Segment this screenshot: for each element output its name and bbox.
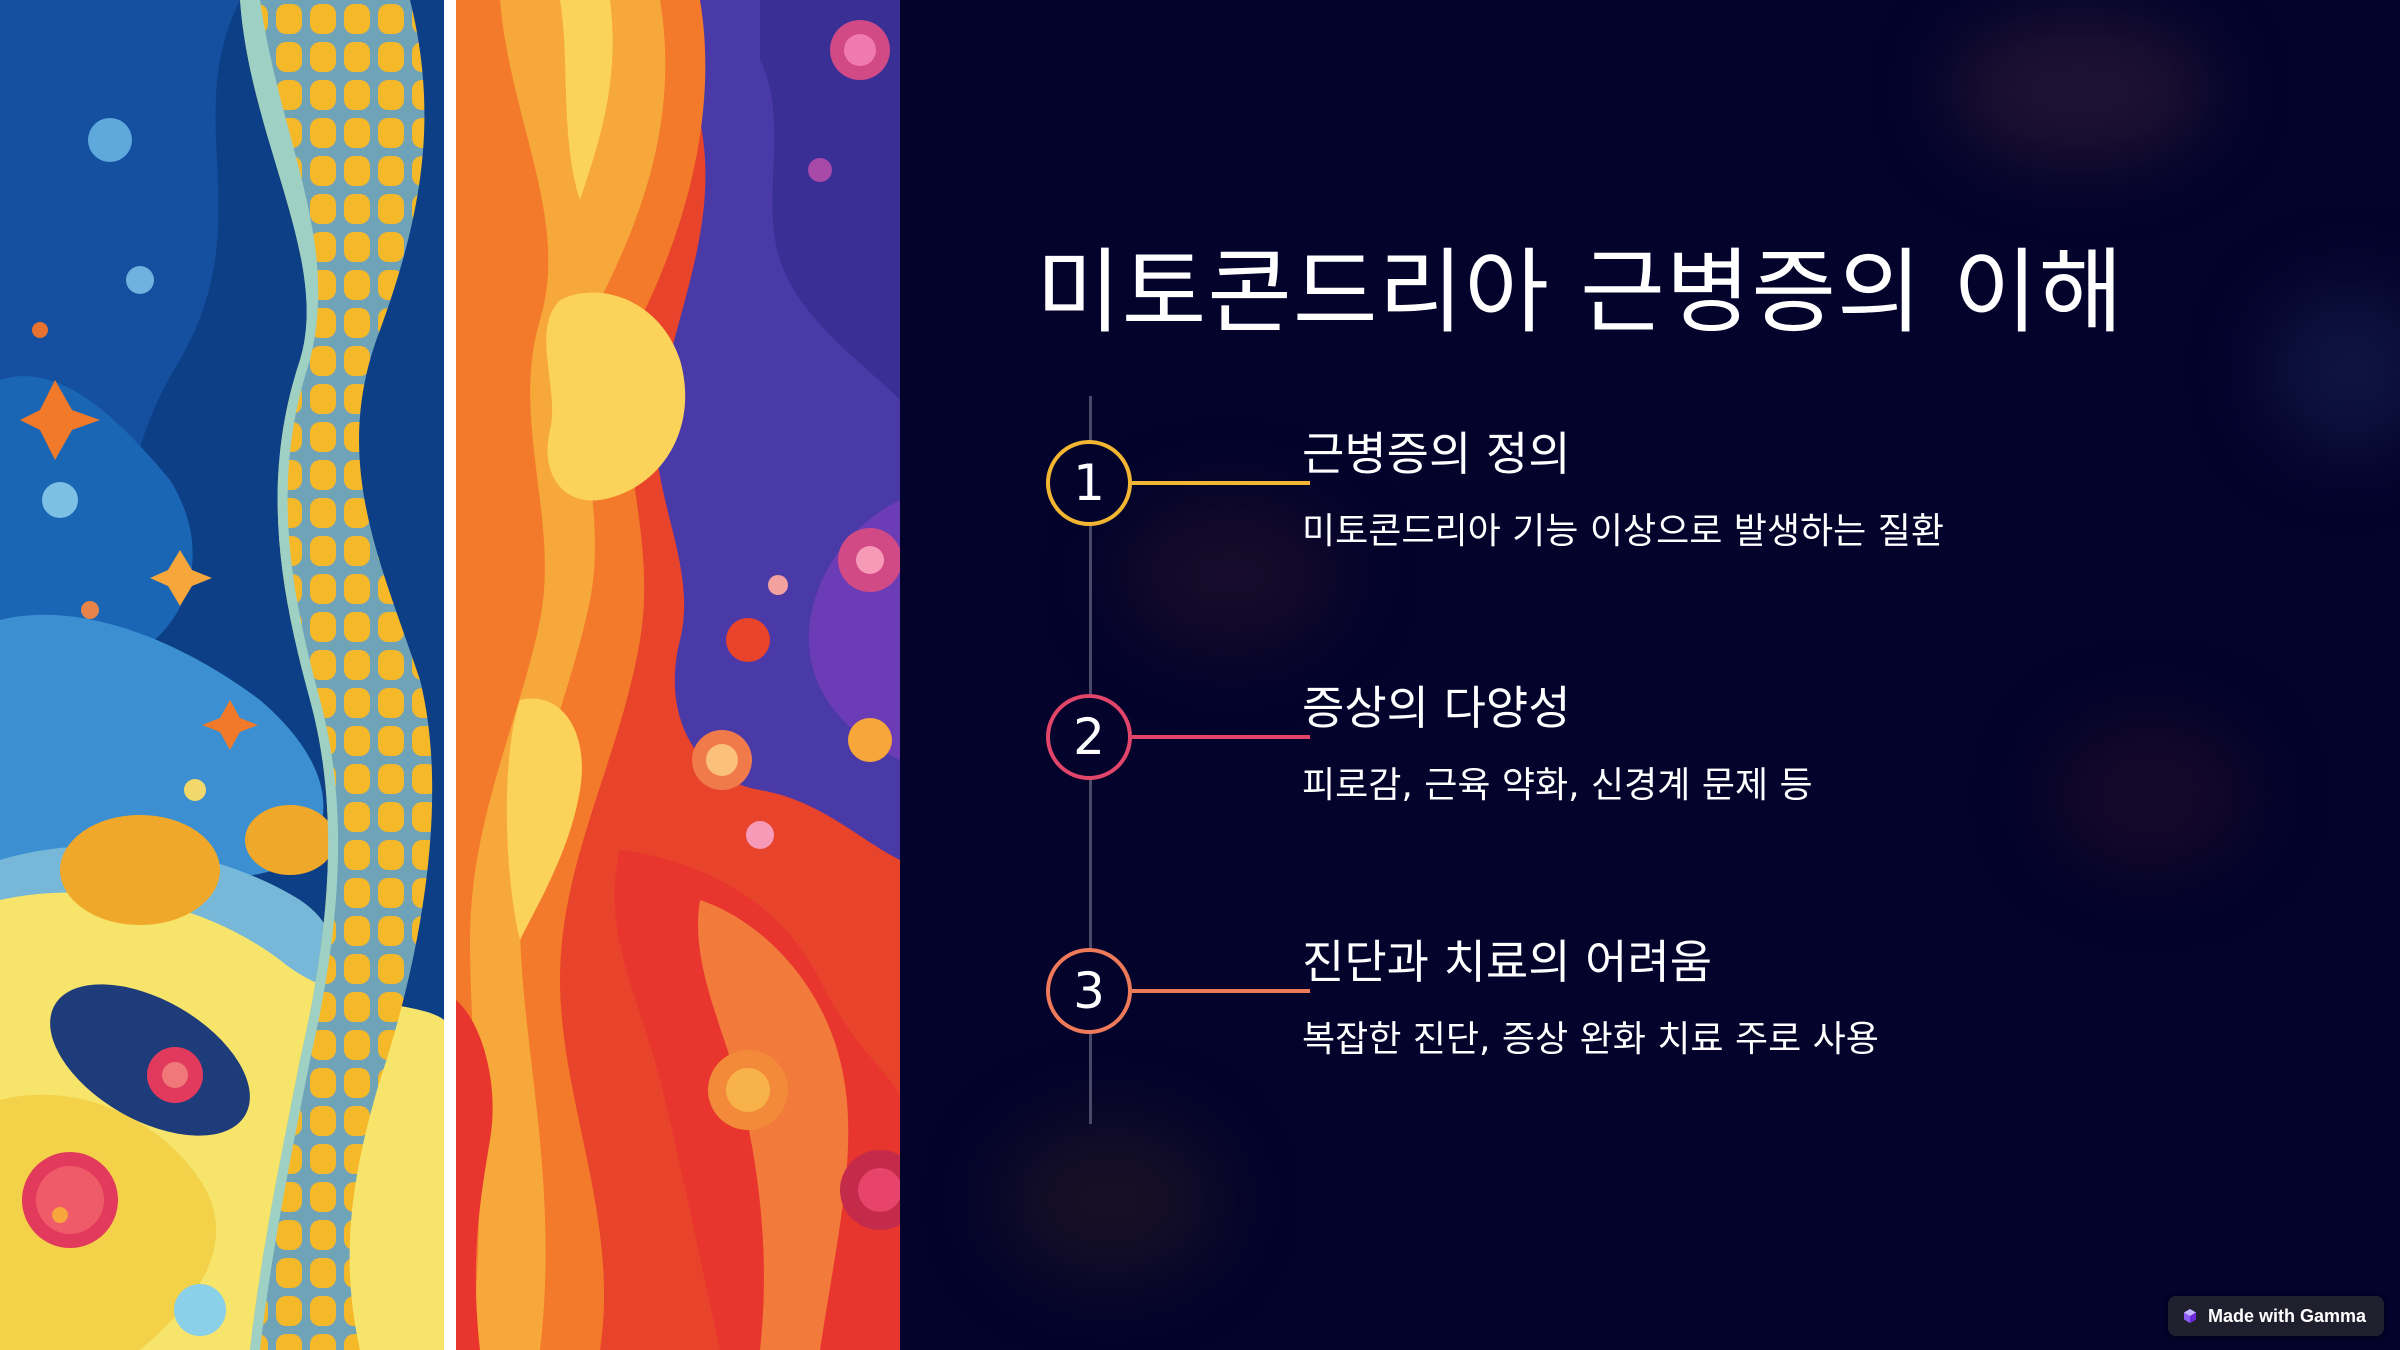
step-heading: 증상의 다양성 [1302, 681, 1571, 735]
step-connector [1132, 735, 1310, 739]
made-with-gamma-badge[interactable]: Made with Gamma [2167, 1296, 2384, 1336]
step-description: 피로감, 근육 약화, 신경계 문제 등 [1302, 765, 1813, 806]
background-glow [2270, 290, 2400, 450]
gamma-logo-icon [2183, 1309, 2196, 1323]
hero-illustration [0, 0, 900, 1350]
timeline-step-3: 3 진단과 치료의 어려움 복잡한 진단, 증상 완화 치료 주로 사용 [1046, 935, 2346, 1108]
step-connector [1132, 989, 1310, 993]
background-glow [1000, 1120, 1220, 1280]
timeline-step-2: 2 증상의 다양성 피로감, 근육 약화, 신경계 문제 등 [1046, 681, 2346, 854]
step-description: 미토콘드리아 기능 이상으로 발생하는 질환 [1302, 511, 1944, 552]
step-number-badge: 2 [1046, 694, 1132, 780]
step-number-badge: 1 [1046, 440, 1132, 526]
step-description: 복잡한 진단, 증상 완화 치료 주로 사용 [1302, 1019, 1879, 1060]
step-connector [1132, 481, 1310, 485]
step-heading: 근병증의 정의 [1302, 427, 1571, 481]
background-glow [1950, 20, 2210, 160]
step-heading: 진단과 치료의 어려움 [1302, 935, 1713, 989]
step-number-badge: 3 [1046, 948, 1132, 1034]
timeline-step-1: 1 근병증의 정의 미토콘드리아 기능 이상으로 발생하는 질환 [1046, 427, 2346, 600]
badge-label: Made with Gamma [2207, 1305, 2366, 1326]
slide-title: 미토콘드리아 근병증의 이해 [1036, 239, 2125, 346]
